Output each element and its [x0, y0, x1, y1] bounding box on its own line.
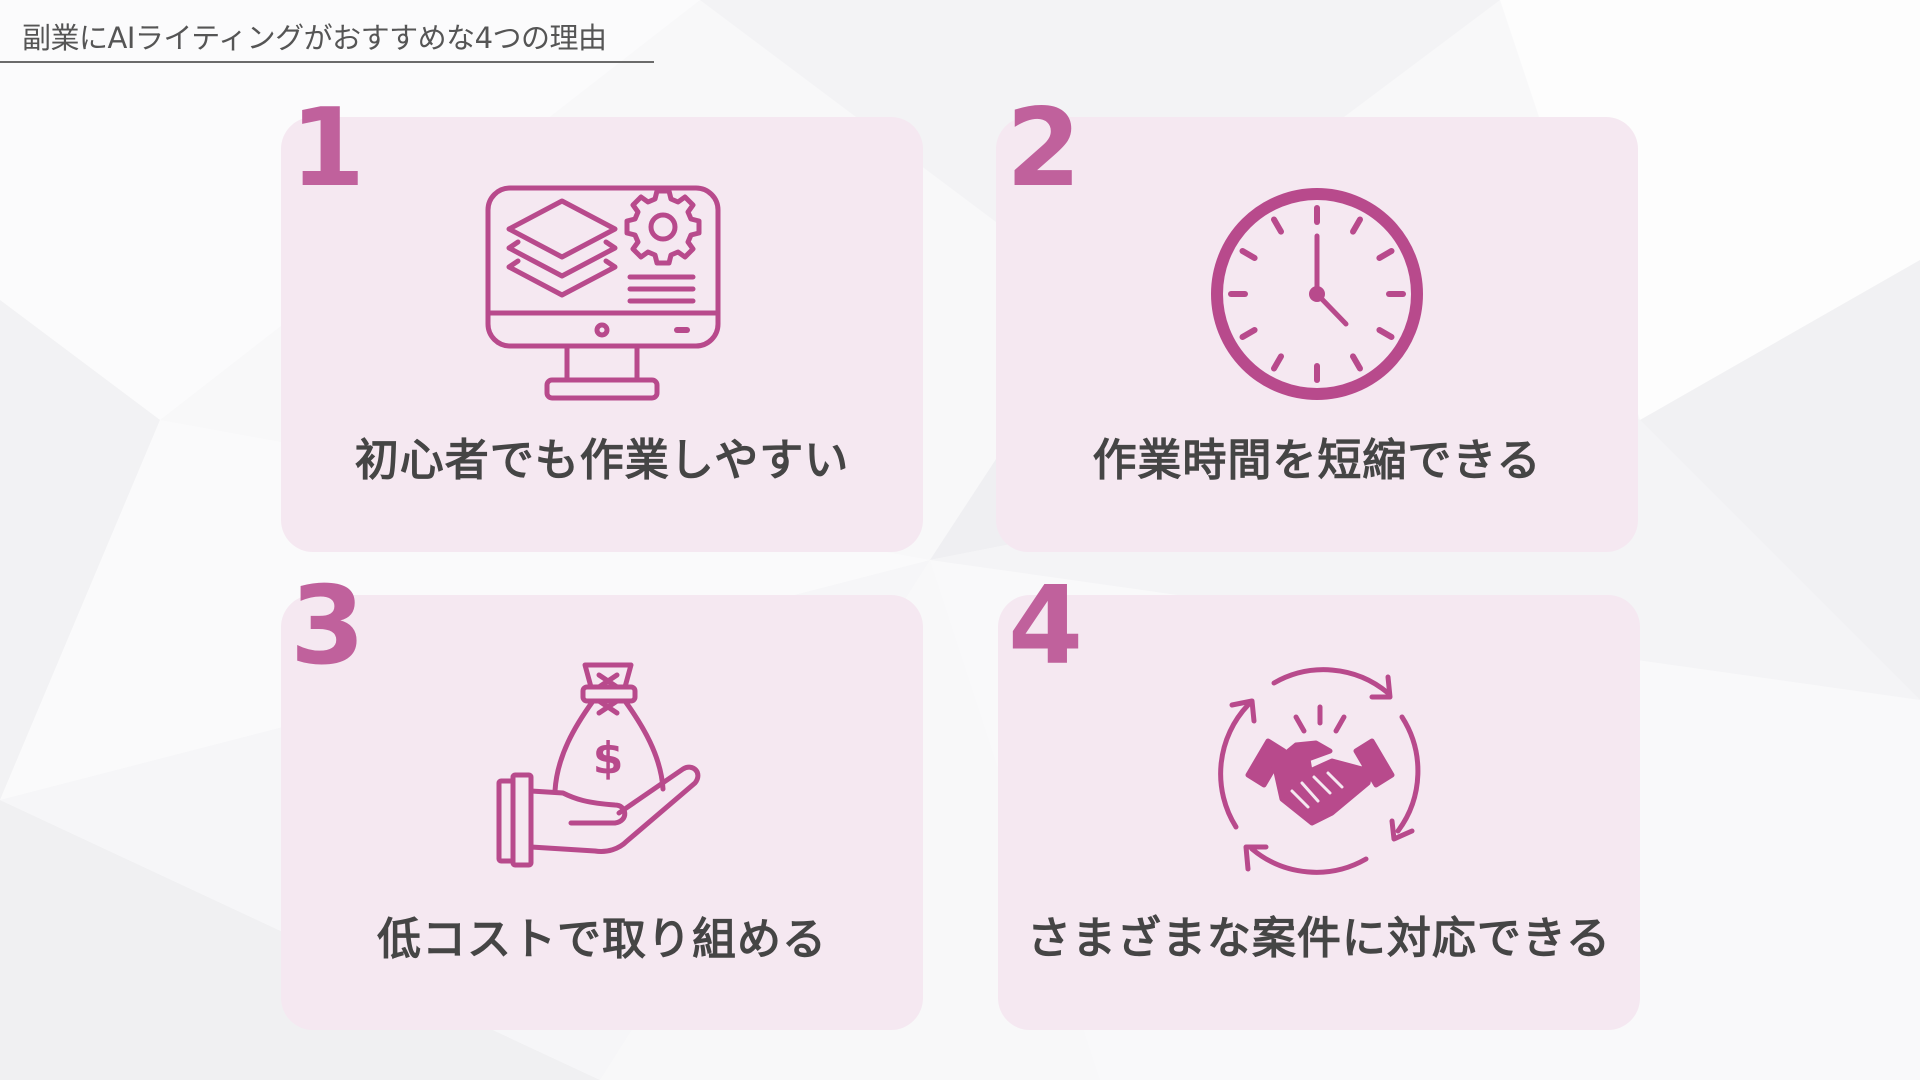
- reason-card-4: さまざまな案件に対応できる: [998, 595, 1640, 1030]
- reason-number-3: 3: [290, 564, 366, 689]
- reason-label-4: さまざまな案件に対応できる: [1026, 913, 1612, 964]
- slide-title: 副業にAIライティングがおすすめな4つの理由: [22, 21, 607, 55]
- svg-text:$: $: [593, 733, 624, 784]
- clock-icon: [1209, 186, 1425, 402]
- title-underline: [0, 61, 654, 63]
- reason-card-3: $ 低コストで取り組める: [281, 595, 923, 1030]
- reason-number-2: 2: [1006, 86, 1082, 211]
- handshake-cycle-icon: [1212, 663, 1428, 879]
- reason-card-2: 作業時間を短縮できる: [996, 117, 1638, 552]
- reason-card-1: 初心者でも作業しやすい: [281, 117, 923, 552]
- reason-number-4: 4: [1008, 564, 1084, 689]
- reason-number-1: 1: [290, 86, 366, 211]
- reason-label-3: 低コストで取り組める: [377, 914, 827, 965]
- reason-label-2: 作業時間を短縮できる: [1092, 435, 1542, 486]
- monitor-layers-gear-icon: [485, 185, 721, 401]
- reason-label-1: 初心者でも作業しやすい: [354, 435, 850, 486]
- hand-money-bag-icon: $: [495, 661, 707, 873]
